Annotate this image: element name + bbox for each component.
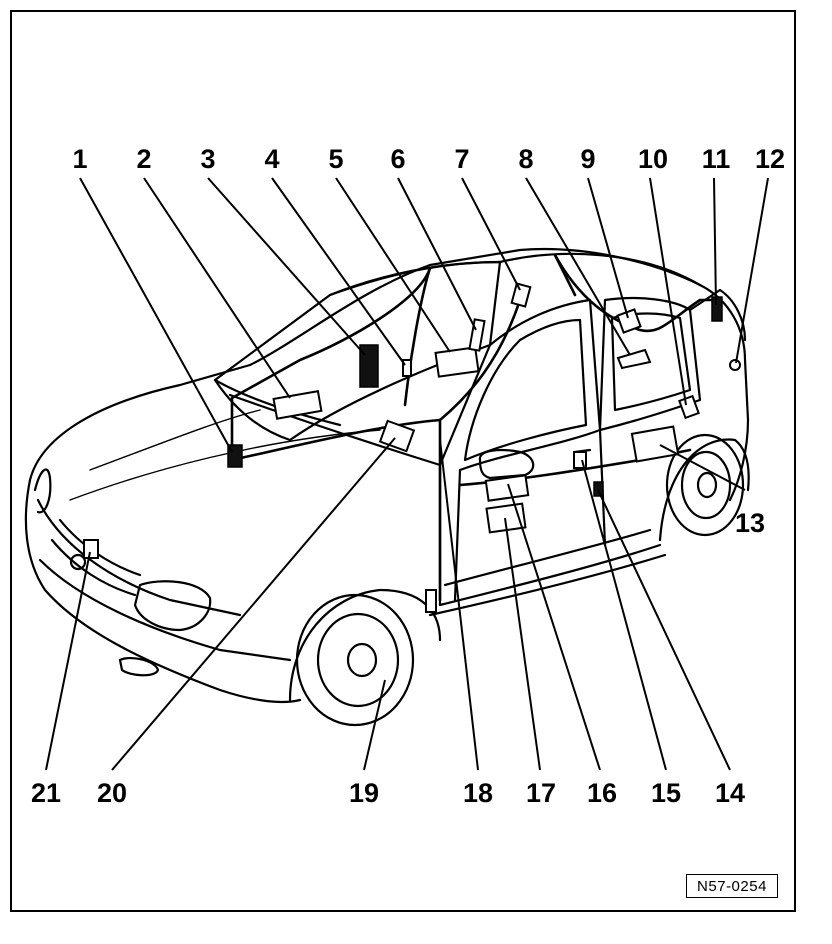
callout-11: 11	[702, 144, 731, 174]
component-6	[468, 318, 486, 352]
callout-3: 3	[200, 144, 215, 174]
component-11	[711, 296, 723, 322]
callout-9: 9	[580, 144, 595, 174]
component-7	[510, 282, 532, 308]
callout-6: 6	[390, 144, 405, 174]
car-body-outline	[24, 247, 750, 727]
callout-15: 15	[651, 778, 681, 808]
component-18	[425, 589, 437, 613]
wiring-harness	[230, 253, 722, 602]
callout-19: 19	[349, 778, 379, 808]
component-16	[484, 474, 530, 502]
component-21	[83, 539, 99, 559]
callout-14: 14	[715, 778, 745, 808]
callout-20: 20	[97, 778, 127, 808]
leader-lines	[45, 177, 769, 771]
callout-5: 5	[328, 144, 343, 174]
callout-8: 8	[518, 144, 533, 174]
components	[69, 282, 741, 613]
component-14	[593, 481, 604, 497]
callout-16: 16	[587, 778, 617, 808]
callout-18: 18	[463, 778, 493, 808]
callout-labels: 1 2 3 4 5 6 7 8 9 10 11 12 13 14 15 16 1…	[31, 144, 785, 808]
callout-21: 21	[31, 778, 61, 808]
callout-17: 17	[526, 778, 556, 808]
component-13	[630, 425, 680, 463]
callout-13: 13	[735, 508, 765, 538]
component-8	[616, 348, 652, 370]
callout-4: 4	[264, 144, 279, 174]
component-20	[378, 419, 416, 453]
callout-1: 1	[72, 144, 87, 174]
component-5	[434, 346, 480, 378]
component-10	[678, 394, 700, 420]
reference-code: N57-0254	[686, 874, 778, 898]
callout-7: 7	[454, 144, 469, 174]
callout-10: 10	[638, 144, 668, 174]
callout-12: 12	[755, 144, 785, 174]
callout-2: 2	[136, 144, 151, 174]
diagram-frame	[10, 10, 796, 912]
component-12	[729, 359, 741, 371]
component-3	[359, 344, 379, 388]
component-4	[402, 359, 412, 377]
component-2	[272, 389, 323, 420]
